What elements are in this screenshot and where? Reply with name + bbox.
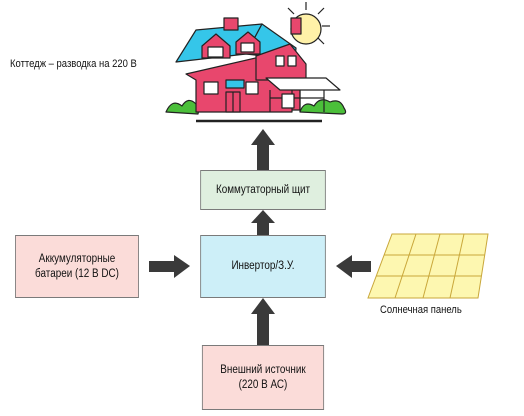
solar-panel-icon	[367, 233, 489, 299]
house-icon	[165, 17, 347, 123]
arrow-switch-to-house	[251, 129, 275, 170]
battery-label-line2: батареи (12 В DC)	[35, 267, 119, 280]
arrow-external-to-inverter	[251, 298, 275, 345]
battery-box: Аккумуляторные батареи (12 В DC)	[15, 235, 139, 298]
battery-label-line1: Аккумуляторные	[38, 253, 116, 266]
switchboard-box: Коммутаторный щит	[200, 170, 326, 210]
arrows	[149, 129, 371, 345]
inverter-box: Инвертор/З.У.	[200, 235, 326, 298]
house-caption: Коттедж – разводка на 220 В	[10, 58, 137, 70]
switchboard-label: Коммутаторный щит	[215, 183, 311, 196]
arrow-inverter-to-switch	[251, 210, 275, 235]
arrow-solar-to-inverter	[336, 255, 371, 278]
arrow-battery-to-inverter	[149, 255, 190, 278]
external-source-box: Внешний источник (220 В АС)	[201, 345, 325, 410]
solar-panel-caption: Солнечная панель	[380, 304, 462, 316]
external-label-line1: Внешний источник	[220, 364, 306, 377]
external-label-line2: (220 В АС)	[238, 378, 288, 391]
inverter-label: Инвертор/З.У.	[231, 260, 295, 273]
